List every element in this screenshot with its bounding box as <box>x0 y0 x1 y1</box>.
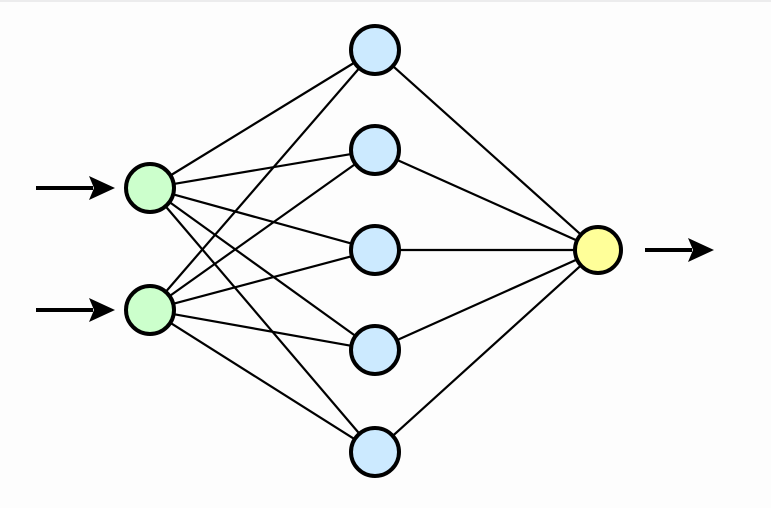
input-node-1[interactable] <box>124 162 176 214</box>
edge-i2-to-h1 <box>163 65 362 295</box>
output-node-1[interactable] <box>573 225 623 275</box>
edge-h1-to-o1 <box>390 63 584 237</box>
hidden-node-4[interactable] <box>349 324 401 376</box>
hidden-node-1[interactable] <box>349 24 401 76</box>
edge-i1-to-h5 <box>163 204 362 436</box>
input-arrow-1-head <box>89 176 115 200</box>
edge-i1-to-h4 <box>167 199 358 339</box>
hidden-node-2[interactable] <box>349 124 401 176</box>
edge-i1-to-h3 <box>170 192 355 246</box>
edge-i1-to-h1 <box>168 60 357 178</box>
input-arrow-2-head <box>89 298 115 322</box>
edge-i2-to-h3 <box>170 254 355 306</box>
nodes-group <box>124 24 623 478</box>
edge-i2-to-h5 <box>168 320 357 442</box>
io-arrows-group <box>36 176 714 322</box>
edges-group <box>163 60 584 442</box>
hidden-node-3[interactable] <box>349 224 401 276</box>
edge-h2-to-o1 <box>394 157 580 243</box>
output-arrow-1-head <box>688 238 714 262</box>
edge-i2-to-h4 <box>171 312 354 348</box>
hidden-node-5[interactable] <box>349 426 401 478</box>
input-node-2[interactable] <box>124 284 176 336</box>
edge-h5-to-o1 <box>390 263 584 439</box>
edge-h4-to-o1 <box>394 257 580 343</box>
edge-i2-to-h2 <box>167 161 358 299</box>
edge-i1-to-h2 <box>171 152 354 186</box>
